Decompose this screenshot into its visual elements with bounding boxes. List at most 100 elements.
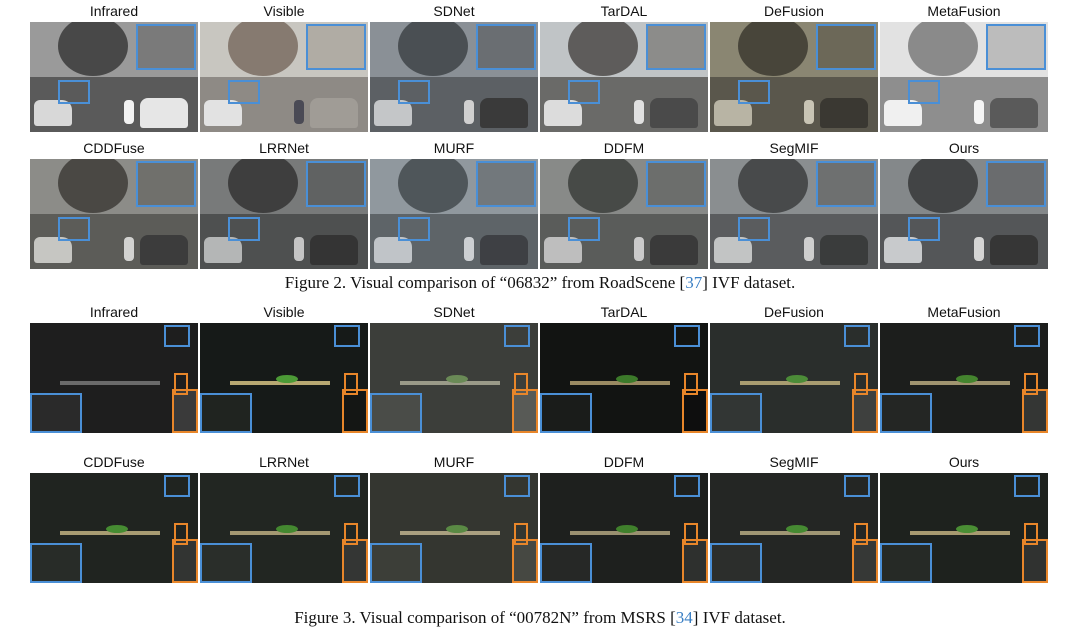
- citation-link[interactable]: 34: [675, 608, 693, 627]
- figure-3-row-2: CDDFuse LRRNet: [30, 451, 1050, 601]
- figure-3-panel-visible: Visible: [200, 301, 368, 451]
- zoom-region: [674, 325, 700, 347]
- zoom-region: [1024, 523, 1038, 545]
- figure-2-panel-metafusion: MetaFusion: [880, 0, 1048, 150]
- figure-2-panel-infrared: Infrared: [30, 0, 198, 150]
- panel-label: SegMIF: [769, 140, 819, 156]
- road-scene-image: [880, 22, 1048, 132]
- road-scene-image: [540, 22, 708, 132]
- panel-label: Visible: [263, 3, 305, 19]
- night-scene-image: [30, 473, 198, 583]
- panel-label: Visible: [263, 304, 305, 320]
- figure-2-panel-lrrnet: LRRNet: [200, 137, 368, 287]
- figure-3-panel-tardal: TarDAL: [540, 301, 708, 451]
- zoom-region: [164, 475, 190, 497]
- zoom-region: [738, 80, 770, 104]
- zoom-inset: [540, 543, 592, 583]
- zoom-region: [738, 217, 770, 241]
- zoom-inset: [852, 389, 878, 433]
- zoom-region: [58, 80, 90, 104]
- night-scene-image: [540, 473, 708, 583]
- zoom-region: [908, 217, 940, 241]
- figure-2-panel-ours: Ours: [880, 137, 1048, 287]
- zoom-inset: [172, 539, 198, 583]
- panel-label: SDNet: [433, 3, 475, 19]
- zoom-region: [334, 475, 360, 497]
- zoom-region: [854, 523, 868, 545]
- zoom-region: [174, 373, 188, 395]
- zoom-region: [398, 80, 430, 104]
- figure-2-panel-segmif: SegMIF: [710, 137, 878, 287]
- zoom-region: [1024, 373, 1038, 395]
- zoom-region: [568, 217, 600, 241]
- figure-2-panel-visible: Visible: [200, 0, 368, 150]
- night-scene-image: [30, 323, 198, 433]
- figure-3-panel-sdnet: SDNet: [370, 301, 538, 451]
- figure-2-row-1: Infrared Visible: [30, 0, 1050, 150]
- panel-label: MURF: [433, 454, 475, 470]
- panel-label: MetaFusion: [927, 3, 1001, 19]
- zoom-inset: [30, 543, 82, 583]
- zoom-inset: [476, 24, 536, 70]
- road-scene-image: [710, 159, 878, 269]
- panel-label: DeFusion: [764, 3, 824, 19]
- zoom-inset: [880, 393, 932, 433]
- figure-3-panel-lrrnet: LRRNet: [200, 451, 368, 601]
- zoom-region: [844, 475, 870, 497]
- zoom-inset: [342, 389, 368, 433]
- panel-label: MetaFusion: [927, 304, 1001, 320]
- zoom-region: [568, 80, 600, 104]
- night-scene-image: [710, 323, 878, 433]
- figure-3-panel-metafusion: MetaFusion: [880, 301, 1048, 451]
- night-scene-image: [880, 473, 1048, 583]
- zoom-inset: [1022, 389, 1048, 433]
- zoom-region: [344, 523, 358, 545]
- zoom-region: [398, 217, 430, 241]
- zoom-inset: [136, 161, 196, 207]
- zoom-inset: [816, 24, 876, 70]
- zoom-inset: [852, 539, 878, 583]
- panel-label: Infrared: [89, 3, 139, 19]
- figure-2-panel-sdnet: SDNet: [370, 0, 538, 150]
- zoom-region: [174, 523, 188, 545]
- road-scene-image: [880, 159, 1048, 269]
- zoom-inset: [986, 24, 1046, 70]
- zoom-inset: [370, 393, 422, 433]
- figure-2-caption: Figure 2. Visual comparison of “06832” f…: [284, 273, 796, 292]
- zoom-region: [908, 80, 940, 104]
- zoom-region: [164, 325, 190, 347]
- zoom-inset: [682, 389, 708, 433]
- panel-label: DeFusion: [764, 304, 824, 320]
- zoom-region: [344, 373, 358, 395]
- zoom-inset: [476, 161, 536, 207]
- panel-label: SegMIF: [769, 454, 819, 470]
- night-scene-image: [200, 473, 368, 583]
- panel-label: MURF: [433, 140, 475, 156]
- zoom-region: [504, 475, 530, 497]
- citation-link[interactable]: 37: [685, 273, 703, 292]
- night-scene-image: [880, 323, 1048, 433]
- zoom-inset: [646, 24, 706, 70]
- zoom-region: [228, 80, 260, 104]
- zoom-inset: [646, 161, 706, 207]
- zoom-inset: [880, 543, 932, 583]
- figure-3-panel-infrared: Infrared: [30, 301, 198, 451]
- figure-3-panel-cddfuse: CDDFuse: [30, 451, 198, 601]
- zoom-inset: [370, 543, 422, 583]
- zoom-inset: [682, 539, 708, 583]
- zoom-region: [1014, 475, 1040, 497]
- figure-3-panel-defusion: DeFusion: [710, 301, 878, 451]
- zoom-region: [334, 325, 360, 347]
- road-scene-image: [370, 159, 538, 269]
- zoom-region: [684, 523, 698, 545]
- figure-2-panel-tardal: TarDAL: [540, 0, 708, 150]
- figure-2-panel-cddfuse: CDDFuse: [30, 137, 198, 287]
- zoom-inset: [200, 393, 252, 433]
- panel-label: TarDAL: [600, 3, 648, 19]
- road-scene-image: [30, 22, 198, 132]
- zoom-region: [1014, 325, 1040, 347]
- zoom-inset: [710, 393, 762, 433]
- figure-3-caption: Figure 3. Visual comparison of “00782N” …: [294, 608, 786, 627]
- night-scene-image: [370, 323, 538, 433]
- panel-label: Infrared: [89, 304, 139, 320]
